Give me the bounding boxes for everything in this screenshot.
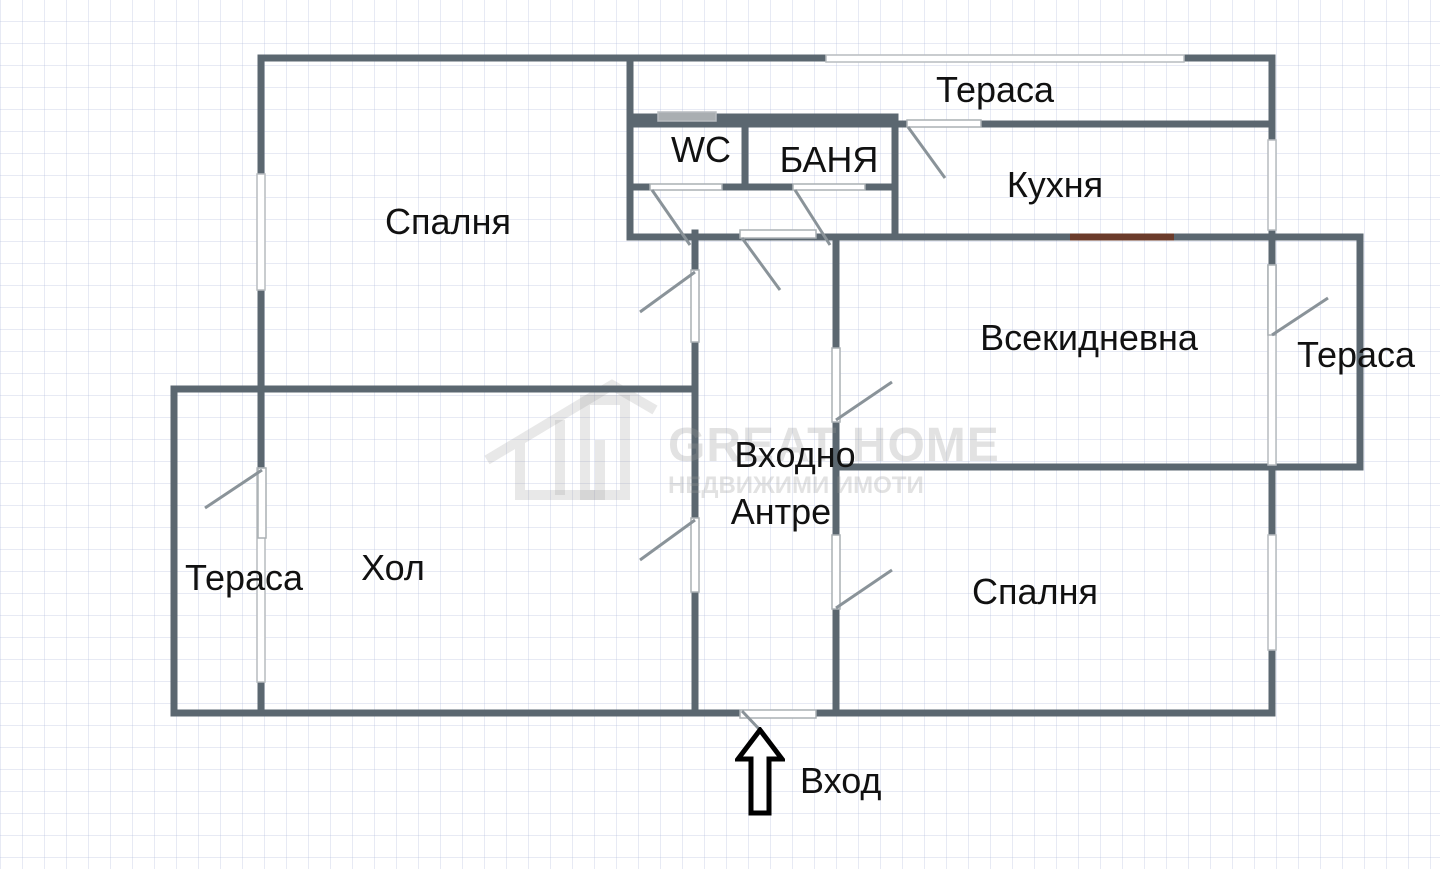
window-bedroom2 xyxy=(1267,534,1277,651)
door-leaf-hall xyxy=(639,518,696,562)
house-logo-icon xyxy=(484,379,658,500)
window-kitchen xyxy=(1267,139,1277,231)
door-leaf-bedroom2 xyxy=(835,568,893,610)
door-leaf-bedroom1 xyxy=(639,270,696,314)
watermark-tagline: НЕДВИЖИМИ ИМОТИ xyxy=(668,472,924,499)
room-label-terrace-top: Тераса xyxy=(935,69,1055,110)
door-leaf-kitchen xyxy=(906,126,947,179)
up-arrow-icon xyxy=(735,727,785,816)
room-label-wc: WC xyxy=(671,129,731,170)
window-wc-top xyxy=(657,111,717,122)
door-leaf-bath xyxy=(793,189,832,246)
door-leaf-wc xyxy=(650,189,692,246)
door-leaf-entrance xyxy=(740,709,762,732)
room-label-bedroom-2: Спалня xyxy=(972,571,1098,612)
door-leaf-terrace-left xyxy=(204,468,263,510)
window-bedroom1 xyxy=(256,173,266,291)
room-label-hall: Хол xyxy=(361,547,425,588)
watermark-brand: GREAT HOME xyxy=(668,419,1000,472)
room-label-terrace-left: Тераса xyxy=(184,557,304,598)
room-label-entrance-hall-2: Антре xyxy=(730,491,832,532)
window-top xyxy=(825,54,1185,63)
walls xyxy=(170,54,1364,717)
room-label-terrace-right: Тераса xyxy=(1296,334,1416,375)
door-leaf-corridor-top xyxy=(740,237,782,291)
room-label-entrance-hall-1: Входно xyxy=(734,434,856,475)
terrace-right-walls xyxy=(1268,233,1364,471)
room-label-bedroom-1: Спалня xyxy=(385,201,511,242)
room-label-living-room: Всекидневна xyxy=(980,317,1198,358)
room-label-kitchen: Кухня xyxy=(1006,164,1104,205)
door-leaf-living xyxy=(835,380,893,422)
terrace-left-walls xyxy=(170,385,265,717)
doors xyxy=(204,119,1329,732)
door-leaf-terrace-right xyxy=(1271,296,1329,337)
room-label-bathroom: БАНЯ xyxy=(779,139,879,180)
entrance-label: Вход xyxy=(800,760,882,801)
